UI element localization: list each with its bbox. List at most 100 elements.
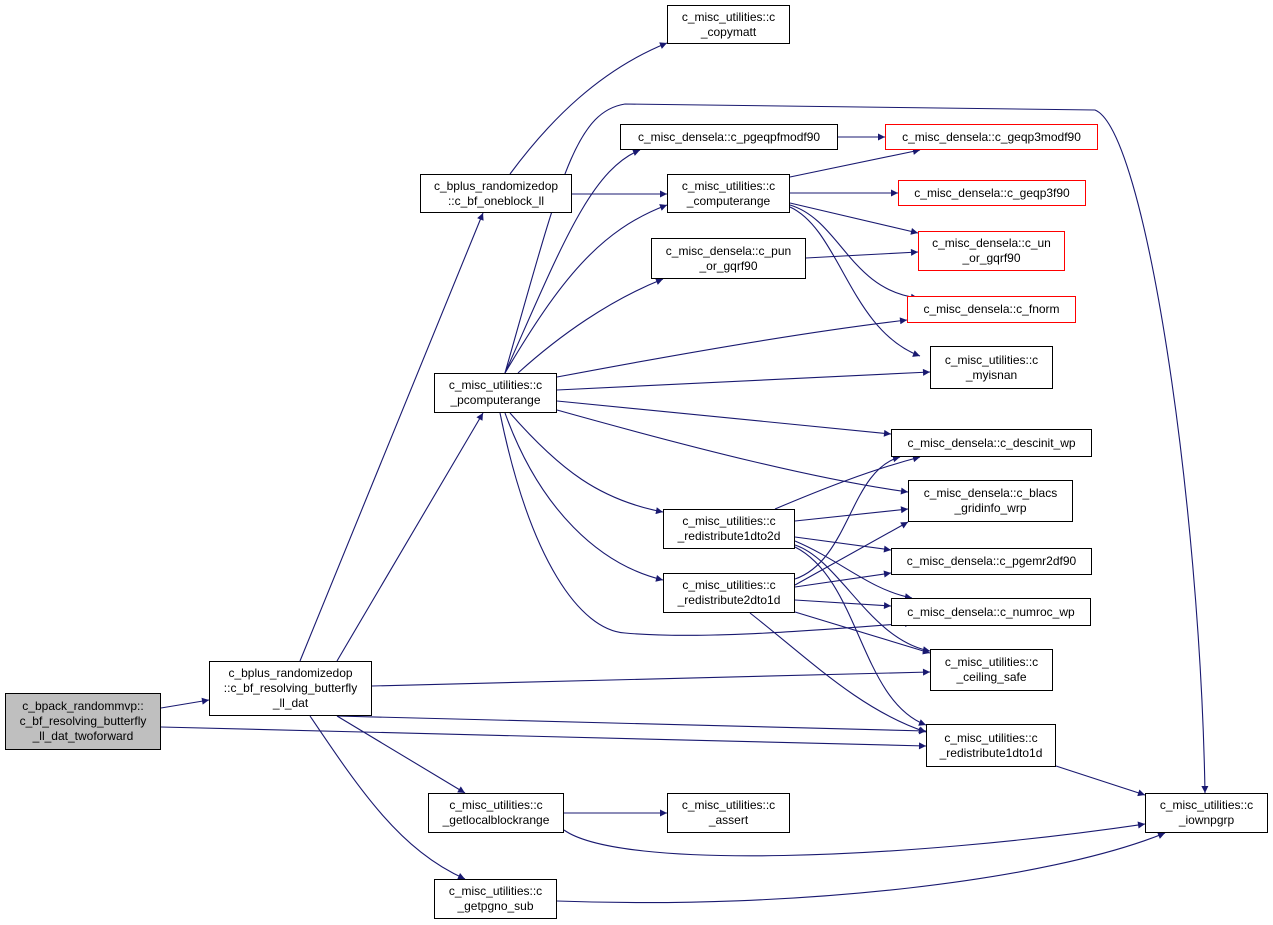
edge-resolving-to-pcomputerange	[336, 412, 484, 662]
node-fnorm-line-1: c_misc_densela::c_fnorm	[923, 302, 1060, 316]
edge-r2d1d-to-r1d1d	[749, 612, 927, 734]
edge-r1d2d-to-descinit	[774, 455, 921, 510]
node-getlocal-line-2: _getlocalblockrange	[442, 813, 550, 827]
node-pgemr2d-line-1: c_misc_densela::c_pgemr2df90	[906, 554, 1077, 568]
node-descinit-line-1: c_misc_densela::c_descinit_wp	[907, 435, 1076, 450]
node-numroc-line-1: c_misc_densela::c_numroc_wp	[907, 604, 1075, 619]
edge-getpgno-to-iownpgrp	[556, 832, 1166, 904]
node-root: c_bpack_randommvp:: c_bf_resolving_butte…	[5, 693, 161, 750]
edge-resolving-to-oneblock	[299, 212, 484, 662]
node-descinit[interactable]: c_misc_densela::c_descinit_wp	[891, 429, 1092, 457]
node-geqp3modf-line-1: c_misc_densela::c_geqp3modf90	[902, 129, 1081, 144]
node-getlocal[interactable]: c_misc_utilities::c _getlocalblockrange	[428, 793, 564, 833]
node-resolving[interactable]: c_bplus_randomizedop ::c_bf_resolving_bu…	[209, 661, 372, 716]
node-computerange[interactable]: c_misc_utilities::c _computerange	[667, 174, 790, 213]
node-getpgno-line-1: c_misc_utilities::c	[448, 884, 543, 898]
node-myisnan-line-1: c_misc_utilities::c	[944, 352, 1039, 367]
node-r1d1d-line-2: _redistribute1dto1d	[939, 745, 1043, 760]
edge-r1d2d-to-blacs	[794, 506, 909, 522]
node-r2d1d-line-1: c_misc_utilities::c	[682, 578, 776, 592]
edge-pcomputerange-to-r1d2d	[509, 412, 664, 515]
edge-resolving-to-r1d1d	[336, 715, 927, 735]
node-pun[interactable]: c_misc_densela::c_pun _or_gqrf90	[651, 238, 806, 279]
node-geqp3f-line-1: c_misc_densela::c_geqp3f90	[914, 185, 1070, 200]
node-unor-line-1: c_misc_densela::c_un	[932, 236, 1051, 250]
edge-pcomputerange-to-blacs	[556, 409, 909, 495]
node-getlocal-line-1: c_misc_utilities::c	[449, 798, 543, 812]
edge-r2d1d-to-descinit	[794, 455, 901, 580]
edge-r2d1d-to-blacs	[794, 521, 909, 586]
node-numroc[interactable]: c_misc_densela::c_numroc_wp	[891, 598, 1091, 626]
node-r1d2d-line-1: c_misc_utilities::c	[682, 514, 776, 528]
edge-r2d1d-to-numroc	[794, 599, 892, 610]
node-resolving-line-3: _ll_dat	[272, 696, 309, 710]
node-myisnan[interactable]: c_misc_utilities::c _myisnan	[930, 346, 1053, 389]
node-fnorm[interactable]: c_misc_densela::c_fnorm	[907, 296, 1076, 323]
edge-resolving-to-getlocal	[336, 715, 466, 794]
edge-resolving-to-ceiling	[371, 668, 931, 687]
node-root-line-2: c_bf_resolving_butterfly	[19, 714, 147, 728]
edge-r2d1d-to-pgemr2d	[794, 570, 892, 588]
edge-r1d2d-to-pgemr2d	[794, 536, 892, 553]
edge-pcomputerange-to-pgeqpf	[504, 149, 641, 374]
node-myisnan-line-2: _myisnan	[965, 367, 1018, 382]
node-getpgno-line-2: _getpgno_sub	[457, 899, 534, 913]
node-iownpgrp-line-1: c_misc_utilities::c	[1159, 798, 1254, 812]
node-pcomputerange[interactable]: c_misc_utilities::c _pcomputerange	[434, 373, 557, 413]
node-assert-line-1: c_misc_utilities::c	[681, 798, 776, 812]
node-root-line-1: c_bpack_randommvp::	[22, 699, 144, 713]
node-unor-line-2: _or_gqrf90	[962, 251, 1021, 265]
edge-oneblock-to-copymatt	[509, 42, 668, 175]
node-pgemr2d[interactable]: c_misc_densela::c_pgemr2df90	[891, 548, 1092, 575]
node-copymatt[interactable]: c_misc_utilities::c _copymatt	[667, 5, 790, 44]
node-assert[interactable]: c_misc_utilities::c _assert	[667, 793, 790, 833]
edge-computerange-to-geqp3modf	[789, 147, 921, 178]
node-ceiling-line-1: c_misc_utilities::c	[944, 655, 1039, 669]
node-computerange-line-2: _computerange	[686, 193, 771, 208]
node-unor[interactable]: c_misc_densela::c_un _or_gqrf90	[918, 231, 1065, 271]
node-iownpgrp[interactable]: c_misc_utilities::c _iownpgrp	[1145, 793, 1268, 833]
node-blacs-line-2: _gridinfo_wrp	[954, 501, 1027, 515]
node-pun-line-2: _or_gqrf90	[699, 258, 758, 273]
edge-r1d2d-to-numroc	[794, 540, 913, 601]
node-r2d1d[interactable]: c_misc_utilities::c _redistribute2dto1d	[663, 573, 795, 613]
node-blacs-line-1: c_misc_densela::c_blacs	[923, 486, 1058, 500]
node-pun-line-1: c_misc_densela::c_pun	[665, 243, 792, 258]
node-ceiling[interactable]: c_misc_utilities::c _ceiling_safe	[930, 649, 1053, 691]
node-resolving-line-2: ::c_bf_resolving_butterfly	[223, 681, 358, 695]
node-resolving-line-1: c_bplus_randomizedop	[228, 666, 353, 680]
node-oneblock[interactable]: c_bplus_randomizedop ::c_bf_oneblock_ll	[420, 174, 572, 213]
edge-pcomputerange-to-computerange	[504, 204, 668, 374]
edge-r1d2d-to-r1d1d	[794, 546, 927, 726]
node-r2d1d-line-2: _redistribute2dto1d	[677, 593, 781, 607]
edge-pcomputerange-to-descinit	[556, 400, 892, 437]
edge-r1d1d-to-iownpgrp	[1055, 765, 1146, 797]
edge-getlocal-to-iownpgrp	[563, 821, 1146, 857]
edge-r2d1d-to-ceiling	[794, 611, 931, 655]
node-r1d2d-line-2: _redistribute1dto2d	[677, 529, 781, 543]
edge-pun-to-unor	[805, 248, 919, 259]
node-pcomputerange-line-1: c_misc_utilities::c	[448, 378, 543, 392]
edge-r1d2d-to-ceiling	[794, 544, 931, 654]
node-root-line-3: _ll_dat_twoforward	[32, 729, 134, 743]
edge-pcomputerange-to-numroc	[499, 412, 913, 636]
node-ceiling-line-2: _ceiling_safe	[956, 670, 1027, 684]
node-getpgno[interactable]: c_misc_utilities::c _getpgno_sub	[434, 879, 557, 919]
node-oneblock-line-2: ::c_bf_oneblock_ll	[447, 193, 545, 208]
edge-resolving-to-getpgno	[309, 715, 466, 880]
node-computerange-line-1: c_misc_utilities::c	[681, 178, 776, 193]
node-r1d1d[interactable]: c_misc_utilities::c _redistribute1dto1d	[926, 724, 1056, 767]
edge-pcomputerange-to-myisnan	[556, 368, 931, 391]
edge-computerange-to-myisnan	[789, 206, 921, 357]
node-iownpgrp-line-2: _iownpgrp	[1178, 813, 1235, 827]
node-blacs[interactable]: c_misc_densela::c_blacs _gridinfo_wrp	[908, 480, 1073, 522]
node-copymatt-line-2: _copymatt	[700, 24, 757, 39]
node-geqp3f[interactable]: c_misc_densela::c_geqp3f90	[898, 180, 1086, 206]
edge-pcomputerange-to-r2d1d	[504, 412, 664, 582]
edge-root-to-resolving	[160, 697, 210, 709]
node-geqp3modf[interactable]: c_misc_densela::c_geqp3modf90	[885, 124, 1098, 150]
node-pgeqpf[interactable]: c_misc_densela::c_pgeqpfmodf90	[620, 124, 838, 150]
edge-pcomputerange-to-fnorm	[556, 317, 908, 378]
node-r1d2d[interactable]: c_misc_utilities::c _redistribute1dto2d	[663, 509, 795, 549]
